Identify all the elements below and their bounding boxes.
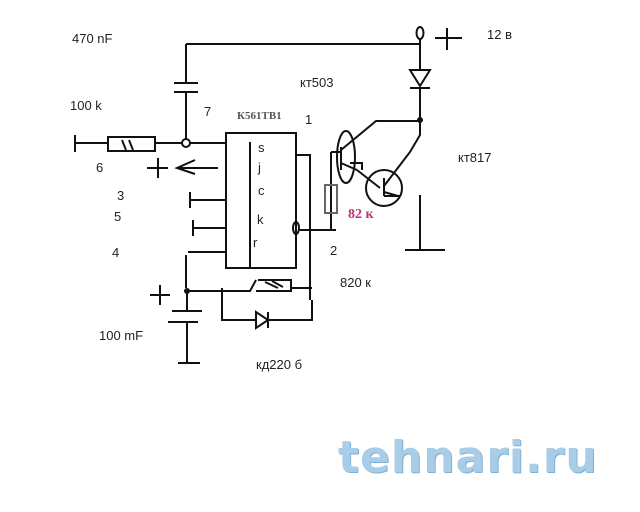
- input-arrow: [174, 159, 218, 175]
- kt503-label: кт503: [300, 75, 334, 90]
- cap-100mf-label: 100 mF: [99, 328, 144, 343]
- pin-4-label: 4: [112, 245, 120, 260]
- pin-r-label: r: [253, 235, 258, 250]
- pin-2-label: 2: [330, 243, 338, 258]
- pin-7-label: 7: [204, 104, 212, 119]
- capacitor-100mf: [168, 291, 202, 364]
- plus-sign-input: [147, 158, 168, 178]
- pin-c-wire: [189, 192, 226, 208]
- pin-r-wire: [185, 251, 226, 288]
- pin-6-label: 6: [96, 160, 104, 175]
- plus-sign: [435, 28, 462, 50]
- kt817-label: кт817: [458, 150, 492, 165]
- supply-label: 12 в: [487, 27, 512, 42]
- res-100k-label: 100 k: [70, 98, 102, 113]
- resistor-82k: [324, 184, 338, 214]
- ground-right: [405, 195, 445, 251]
- transistor-kt817: [365, 169, 403, 207]
- pin-5-label: 5: [114, 209, 122, 224]
- pin-1-label: 1: [305, 112, 313, 127]
- pin-k-wire: [192, 220, 226, 236]
- pin-s-label: s: [258, 140, 265, 155]
- pin-j-label: j: [258, 160, 261, 175]
- res-820k-label: 820 к: [340, 275, 371, 290]
- diode-kd220: [221, 288, 313, 330]
- pin-k-label: k: [257, 212, 264, 227]
- capacitor-470nf: [174, 82, 198, 93]
- watermark: tehnari.ru: [338, 432, 598, 483]
- output-node: [292, 221, 300, 235]
- supply-terminal: [415, 26, 425, 40]
- diode-kd220-label: кд220 б: [256, 357, 303, 372]
- res-82k-label: 82 к: [348, 207, 374, 222]
- pin-3-label: 3: [117, 188, 125, 203]
- chip-label: К561ТВ1: [237, 110, 282, 122]
- ic-k561tb1: [225, 132, 297, 269]
- plus-sign-bottom: [150, 285, 170, 305]
- pin-c-label: c: [258, 183, 265, 198]
- cap-470nf-label: 470 nF: [72, 31, 113, 46]
- transistor-kt503: [336, 130, 356, 184]
- diode-top: [408, 39, 432, 89]
- junction-node: [181, 138, 191, 148]
